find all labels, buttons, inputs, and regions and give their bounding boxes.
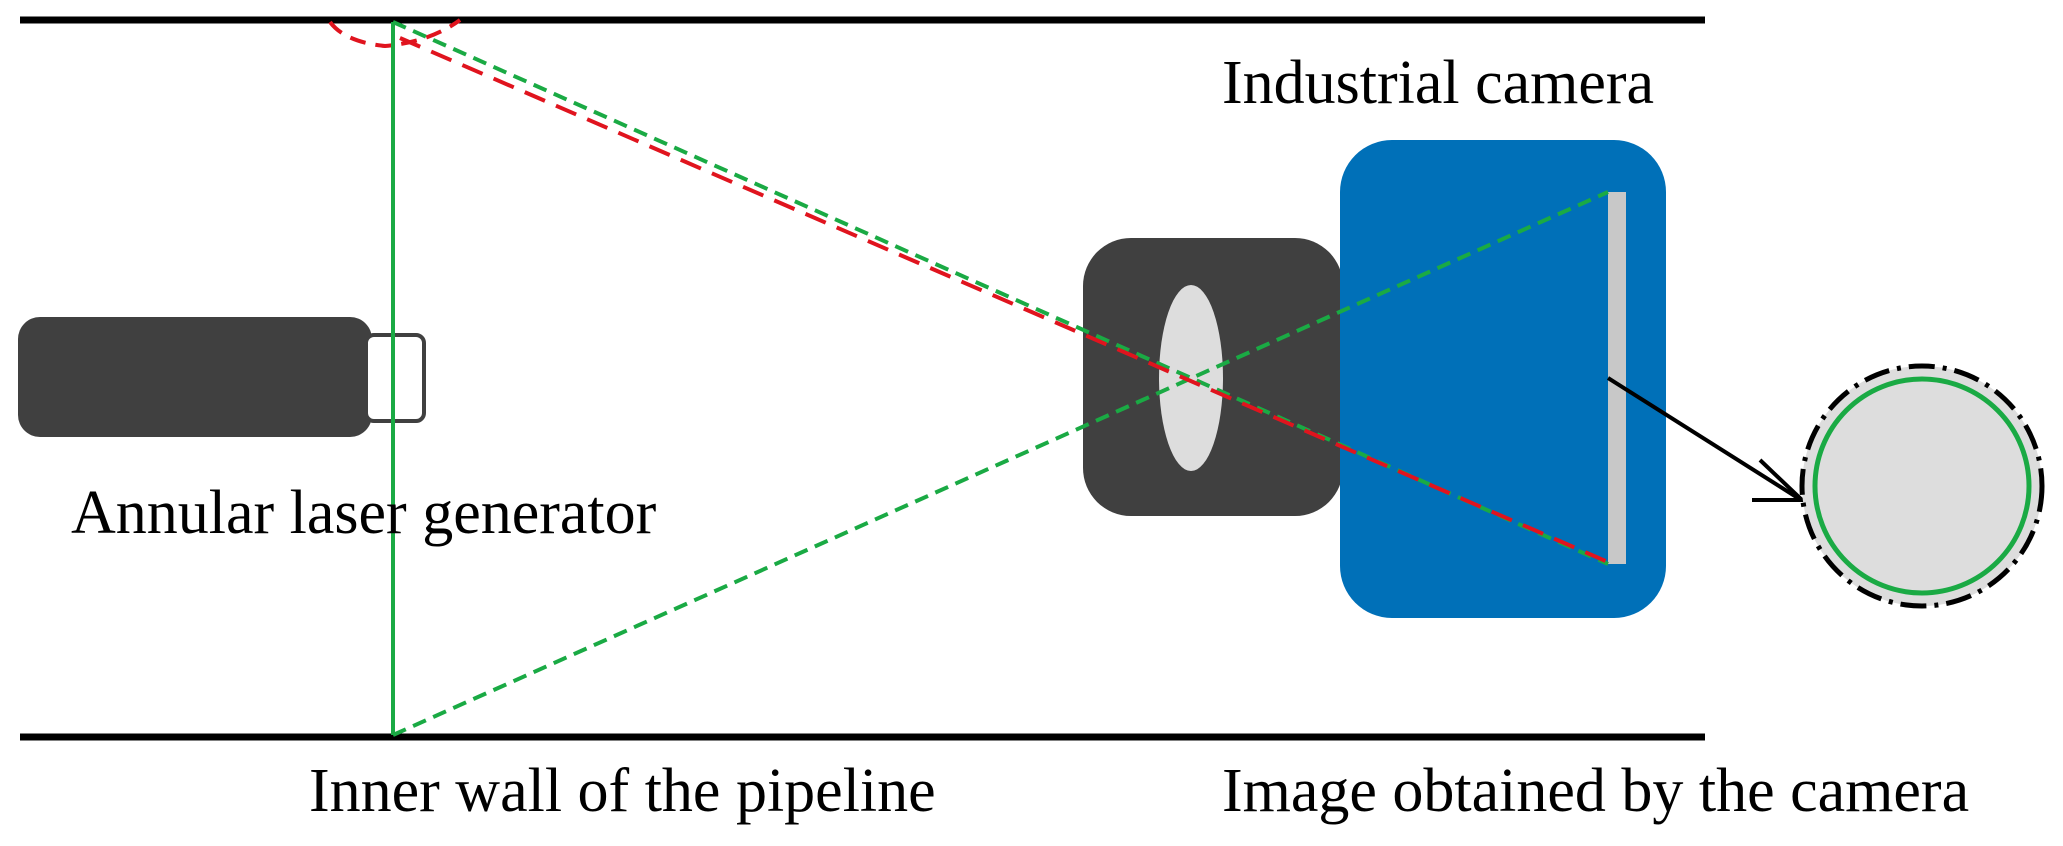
arrow-head (1752, 458, 1807, 502)
inner-wall-label: Inner wall of the pipeline (309, 757, 936, 825)
laser-generator-body (18, 317, 372, 437)
image-sensor (1608, 192, 1626, 564)
camera-image-label: Image obtained by the camera (1222, 757, 1970, 825)
industrial-camera-label: Industrial camera (1222, 49, 1655, 117)
red-laser-arc (328, 18, 462, 49)
red-ray (399, 36, 1609, 564)
sensor-to-image-arrow (1606, 376, 1800, 500)
green-ray-bottom (392, 190, 1609, 737)
captured-image-laser-ring (1812, 376, 2032, 596)
lens (1159, 285, 1223, 471)
camera-body (1340, 140, 1666, 618)
laser-generator-label: Annular laser generator (71, 479, 657, 547)
